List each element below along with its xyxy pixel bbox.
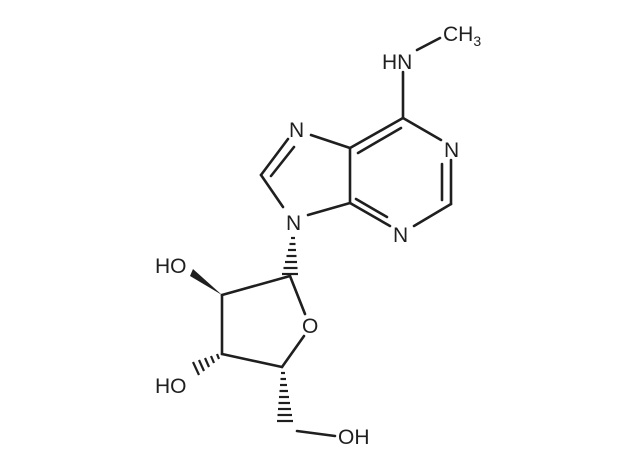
bond-c4-c3 bbox=[220, 352, 284, 369]
bond-n3-c4-inner bbox=[354, 197, 389, 219]
wedge-bond-c2-oh bbox=[190, 269, 222, 295]
bond-c2-n3 bbox=[412, 202, 453, 228]
bond-n3-c4 bbox=[348, 201, 392, 228]
hash-bond-c4-c5 bbox=[277, 371, 293, 423]
atom-ch3: CH3 bbox=[443, 23, 481, 49]
hash-bond-n9-c1 bbox=[282, 236, 298, 276]
atom-oh-3: HO bbox=[155, 375, 187, 398]
atom-ch3-subscript: 3 bbox=[473, 33, 481, 49]
atom-oh-5: OH bbox=[338, 426, 370, 449]
bond-o4-c4 bbox=[280, 334, 306, 369]
bond-n7-c8-inner bbox=[269, 145, 296, 178]
bond-c5-c6-inner bbox=[356, 126, 403, 155]
bond-c5-c6 bbox=[348, 116, 405, 150]
bond-n7-c8 bbox=[259, 137, 290, 177]
bond-nh-ch3 bbox=[415, 36, 442, 52]
hash-bond-c3-oh bbox=[192, 353, 221, 376]
atom-oh-2: HO bbox=[155, 255, 187, 278]
atom-ch3-main: CH bbox=[443, 23, 473, 46]
atom-n1: N bbox=[444, 139, 459, 162]
atom-n3: N bbox=[393, 224, 408, 247]
atom-nh: HN bbox=[382, 51, 412, 74]
atom-n7: N bbox=[289, 119, 304, 142]
bond-n9-c4 bbox=[306, 201, 352, 217]
bond-c5-n7 bbox=[309, 133, 352, 150]
bond-c6-n1 bbox=[401, 116, 443, 142]
atom-o-ring: O bbox=[302, 315, 318, 338]
bond-c5-oh bbox=[295, 429, 337, 438]
bond-c1-o4 bbox=[288, 274, 307, 316]
bond-c8-n9 bbox=[259, 173, 285, 209]
atom-n9: N bbox=[286, 212, 301, 235]
bond-c1-c2 bbox=[220, 274, 292, 297]
